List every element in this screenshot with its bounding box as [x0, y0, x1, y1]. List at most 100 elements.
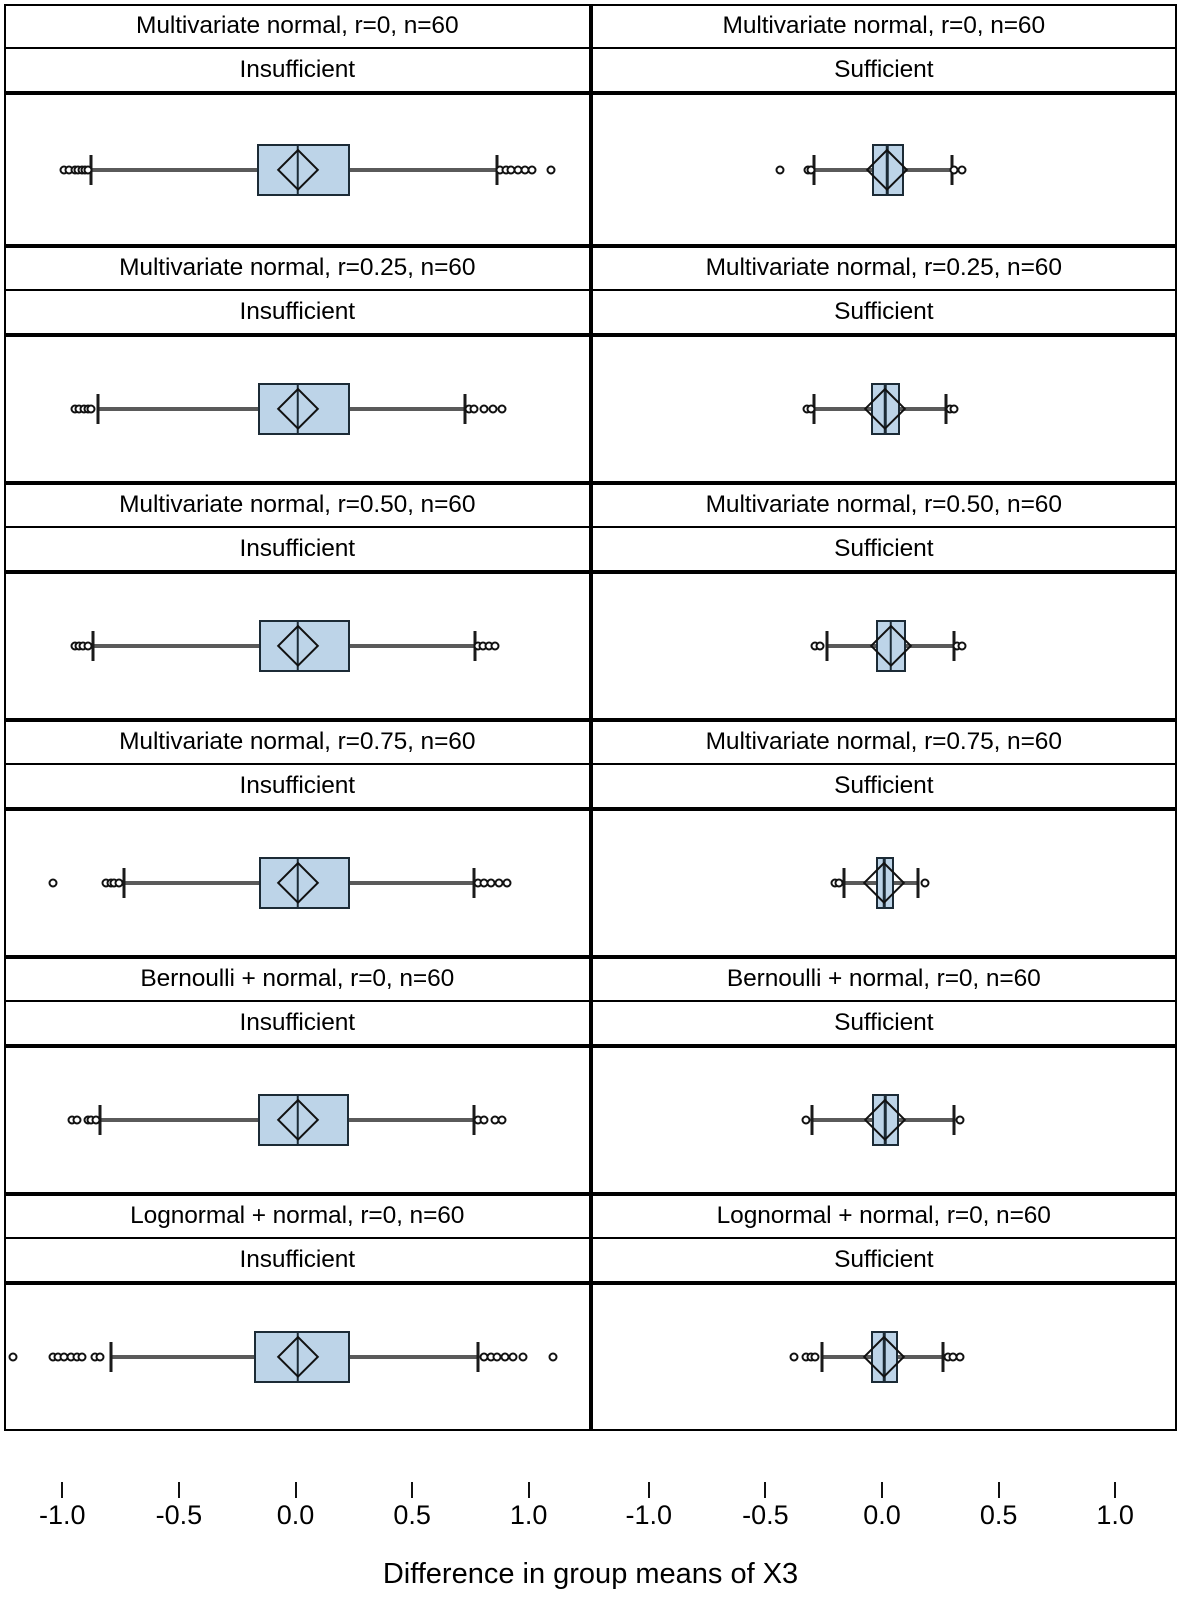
boxplot-left	[6, 95, 589, 244]
panel-title-right: Multivariate normal, r=0.25, n=60	[590, 246, 1177, 291]
panel-cell-right	[590, 572, 1177, 720]
outlier-point	[48, 878, 58, 888]
panel-cell-right	[590, 809, 1177, 957]
plot-panel-left	[4, 809, 591, 957]
boxplot-right	[593, 95, 1176, 244]
whisker-cap-high	[941, 1342, 945, 1372]
x-tick-label: -1.0	[625, 1500, 673, 1530]
whisker-cap-high	[916, 868, 920, 898]
panel-title-right: Bernoulli + normal, r=0, n=60	[590, 957, 1177, 1002]
panel-condition-right: Sufficient	[590, 1002, 1177, 1046]
whisker-cap-low	[109, 1342, 113, 1372]
outlier-point	[497, 404, 507, 414]
outlier-point	[494, 878, 504, 888]
median-line	[296, 1094, 299, 1146]
x-tick-label: 1.0	[509, 1500, 548, 1530]
outlier-point	[83, 165, 93, 174]
mean-diamond-marker	[863, 1098, 907, 1142]
outlier-point	[949, 404, 959, 414]
panel-condition-right: Sufficient	[590, 765, 1177, 809]
outlier-point	[789, 1352, 799, 1362]
strip-title-cell-left: Bernoulli + normal, r=0, n=60	[4, 957, 591, 1002]
outlier-point	[91, 1115, 101, 1125]
strip-title-cell-right: Bernoulli + normal, r=0, n=60	[590, 957, 1177, 1002]
boxplot-left	[6, 1285, 589, 1429]
plot-panel-left	[4, 335, 591, 483]
plot-panel-right	[590, 1283, 1177, 1431]
strip-title-cell-right: Multivariate normal, r=0, n=60	[590, 4, 1177, 49]
x-tick-label: -1.0	[39, 1500, 86, 1530]
outlier-point	[8, 1352, 18, 1362]
panel-row	[4, 1046, 1177, 1194]
outlier-point	[920, 878, 930, 888]
outlier-point	[955, 1115, 965, 1125]
x-axis-title: Difference in group means of X3	[382, 1558, 799, 1590]
mean-diamond-marker	[862, 1335, 906, 1379]
boxplot-right	[593, 811, 1176, 955]
x-tick	[294, 1482, 297, 1498]
boxplot-left	[6, 574, 589, 718]
panel-title-right: Multivariate normal, r=0.75, n=60	[590, 720, 1177, 765]
median-line	[889, 620, 893, 672]
outlier-point	[77, 1352, 87, 1362]
outlier-point	[548, 1352, 558, 1362]
panel-cell-right	[590, 1046, 1177, 1194]
panel-row	[4, 1283, 1177, 1431]
boxplot-left	[6, 811, 589, 955]
box-iqr	[259, 620, 350, 672]
whisker-cap-high	[472, 1105, 476, 1135]
outlier-point	[86, 404, 96, 414]
strip-condition-cell-left: Insufficient	[4, 291, 591, 335]
median-line	[296, 620, 299, 672]
plot-panel-right	[590, 335, 1177, 483]
strip-condition-cell-right: Sufficient	[590, 765, 1177, 809]
outlier-point	[95, 1352, 105, 1362]
outlier-point	[949, 165, 959, 174]
whisker-cap-low	[842, 868, 846, 898]
median-line	[882, 857, 886, 909]
panel-condition-left: Insufficient	[4, 765, 591, 809]
outlier-point	[486, 878, 496, 888]
strip-condition-cell-right: Sufficient	[590, 291, 1177, 335]
plot-panel-right	[590, 809, 1177, 957]
strip-condition-cell-right: Sufficient	[590, 528, 1177, 572]
strip-condition-cell-left: Insufficient	[4, 765, 591, 809]
panel-cell-left	[4, 1046, 591, 1194]
panel-cell-left	[4, 93, 591, 246]
strip-title-cell-right: Lognormal + normal, r=0, n=60	[590, 1194, 1177, 1239]
outlier-point	[815, 641, 825, 651]
panel-title-left: Multivariate normal, r=0.25, n=60	[4, 246, 591, 291]
outlier-point	[806, 165, 816, 174]
outlier-point	[955, 1352, 965, 1362]
strip-title-cell-left: Lognormal + normal, r=0, n=60	[4, 1194, 591, 1239]
outlier-point	[114, 878, 124, 888]
plot-panel-left	[4, 1283, 591, 1431]
panel-condition-left: Insufficient	[4, 528, 591, 572]
plot-panel-left	[4, 93, 591, 246]
outlier-point	[72, 1115, 82, 1125]
plot-panel-left	[4, 1046, 591, 1194]
x-tick-label: 1.0	[1096, 1500, 1134, 1530]
strip-title-cell-left: Multivariate normal, r=0.50, n=60	[4, 483, 591, 528]
strip-condition-cell-right: Sufficient	[590, 1239, 1177, 1283]
whisker-cap-high	[952, 1105, 956, 1135]
box-iqr	[257, 1094, 349, 1146]
x-tick-label: 0.5	[979, 1500, 1018, 1530]
whisker-cap-low	[820, 1342, 824, 1372]
plot-panel-right	[590, 1046, 1177, 1194]
panel-title-left: Lognormal + normal, r=0, n=60	[4, 1194, 591, 1239]
strip-condition-cell-right: Sufficient	[590, 49, 1177, 93]
strip-condition-cell-right: Sufficient	[590, 1002, 1177, 1046]
x-tick	[764, 1482, 767, 1498]
panel-title-left: Multivariate normal, r=0, n=60	[4, 4, 591, 49]
outlier-point	[957, 641, 967, 651]
